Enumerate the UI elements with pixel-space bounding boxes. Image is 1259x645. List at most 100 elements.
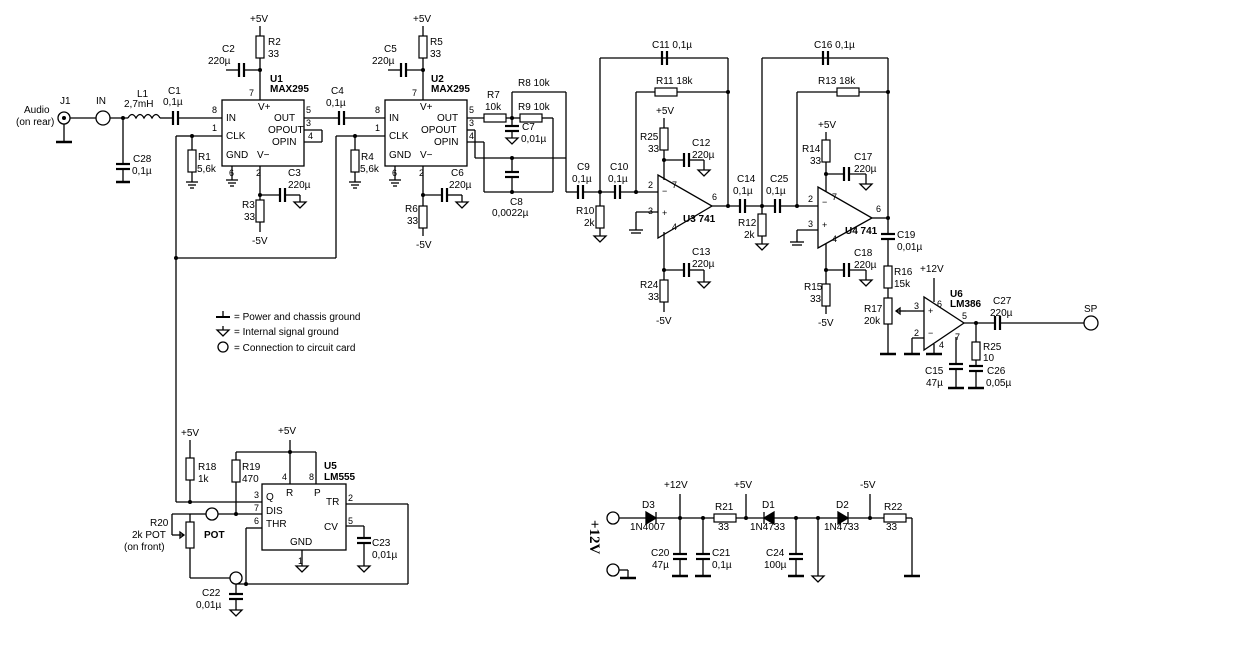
c12-label: C12 [692, 138, 711, 149]
c15-value: 47µ [926, 378, 943, 389]
r5-value: 33 [430, 49, 442, 60]
svg-text:6: 6 [712, 192, 717, 202]
svg-text:R: R [286, 488, 293, 499]
svg-text:1: 1 [298, 556, 303, 566]
svg-text:−: − [822, 197, 827, 207]
resistor-r5 [418, 35, 428, 59]
svg-text:2: 2 [348, 493, 353, 503]
u1-pin-opin: OPIN [272, 137, 296, 148]
r25a-value: 33 [648, 144, 660, 155]
resistor-r21 [713, 513, 737, 523]
c8-value: 0,0022µ [492, 208, 529, 219]
svg-text:+5V: +5V [278, 426, 296, 437]
svg-text:5: 5 [348, 516, 353, 526]
resistor-r3 [255, 199, 265, 223]
u1-part: MAX295 [270, 84, 309, 95]
r15-label: R15 [804, 282, 823, 293]
r9-label: R9 10k [518, 102, 551, 113]
c2-value: 220µ [208, 56, 231, 67]
pot-connection-top [205, 507, 219, 521]
c14-label: C14 [737, 174, 756, 185]
r8-label: R8 10k [518, 78, 551, 89]
r20-label: R20 [150, 518, 169, 529]
c2-label: C2 [222, 44, 235, 55]
r14-label: R14 [802, 144, 821, 155]
svg-text:7: 7 [672, 180, 677, 190]
c7-value: 0,01µ [521, 134, 546, 145]
ic-u1: U1 MAX295 IN CLK GND V− V+ OUT OPOUT OPI… [186, 14, 333, 247]
r1-label: R1 [198, 152, 211, 163]
c7-label: C7 [522, 122, 535, 133]
c22-value: 0,01µ [196, 600, 221, 611]
resistor-r15 [821, 283, 831, 307]
c4-value: 0,1µ [326, 98, 346, 109]
svg-text:-5V: -5V [656, 316, 672, 327]
r22-label: R22 [884, 502, 903, 513]
r7-label: R7 [487, 90, 500, 101]
connection-in [95, 110, 111, 126]
svg-text:+12V: +12V [664, 480, 688, 491]
input-section: J1 Audio (on rear) IN L1 2,7mH C1 0,1µ C… [16, 86, 222, 184]
u2-ref: U2 [431, 74, 444, 85]
resistor-r10 [595, 205, 605, 229]
svg-text:4: 4 [672, 222, 677, 232]
c5-value: 220µ [372, 56, 395, 67]
c27-label: C27 [993, 296, 1012, 307]
svg-text:5: 5 [962, 311, 967, 321]
amp-u6: + − U6 LM386 6 3 2 4 5 7 +12V C15 47µ R2… [904, 264, 1099, 390]
svg-text:5: 5 [306, 105, 311, 115]
u6-ref: U6 [950, 289, 963, 300]
clock-section: +5V R18 1k U5 LM555 Q DIS THR R P TR CV … [124, 135, 409, 617]
c11-label: C11 0,1µ [652, 40, 692, 51]
c20-label: C20 [651, 548, 670, 559]
svg-text:CV: CV [324, 522, 338, 533]
c12-value: 220µ [692, 150, 715, 161]
svg-text:-5V: -5V [818, 318, 834, 329]
svg-text:3: 3 [469, 118, 474, 128]
svg-text:4: 4 [832, 234, 837, 244]
svg-text:+5V: +5V [181, 428, 199, 439]
r18-label: R18 [198, 462, 217, 473]
r3-label: R3 [242, 200, 255, 211]
pot-connection-bottom [229, 571, 243, 585]
r25b-value: 10 [983, 353, 995, 364]
coupling-c9-c10: C9 0,1µ R10 2k C10 0,1µ [572, 57, 728, 243]
u4-ref: U4 741 [845, 226, 878, 237]
r15-value: 33 [810, 294, 822, 305]
r1-value: 5,6k [197, 164, 217, 175]
u5-ref: U5 [324, 461, 337, 472]
svg-text:2: 2 [419, 168, 424, 178]
legend: = Power and chassis ground = Internal si… [215, 311, 360, 354]
r6-value: 33 [407, 216, 419, 227]
svg-text:4: 4 [282, 472, 287, 482]
coupling-c4: C4 0,1µ [326, 86, 385, 125]
d3-value: 1N4007 [630, 522, 665, 533]
svg-text:7: 7 [412, 88, 417, 98]
svg-text:5: 5 [469, 105, 474, 115]
r17-label: R17 [864, 304, 883, 315]
r7-value: 10k [485, 102, 502, 113]
svg-text:2: 2 [914, 328, 919, 338]
svg-text:7: 7 [832, 192, 837, 202]
svg-text:+: + [822, 220, 827, 230]
svg-text:OUT: OUT [437, 113, 458, 124]
u1-pin-gnd: GND [226, 150, 248, 161]
c25-value: 0,1µ [766, 186, 786, 197]
u1-m5v: -5V [252, 236, 268, 247]
svg-text:3: 3 [254, 490, 259, 500]
svg-text:2: 2 [648, 180, 653, 190]
potentiometer-r20 [185, 521, 195, 549]
svg-text:DIS: DIS [266, 506, 283, 517]
u1-pin-out: OUT [274, 113, 295, 124]
potentiometer-r17 [883, 297, 893, 325]
svg-text:3: 3 [306, 118, 311, 128]
resistor-r16 [883, 265, 893, 289]
resistor-r13 [836, 87, 860, 97]
r16-label: R16 [894, 267, 913, 278]
r18-value: 1k [198, 474, 210, 485]
svg-text:+5V: +5V [818, 120, 836, 131]
u1-pin-clk: CLK [226, 131, 246, 142]
resistor-r18 [185, 457, 195, 481]
resistor-r2 [255, 35, 265, 59]
c19-label: C19 [897, 230, 916, 241]
